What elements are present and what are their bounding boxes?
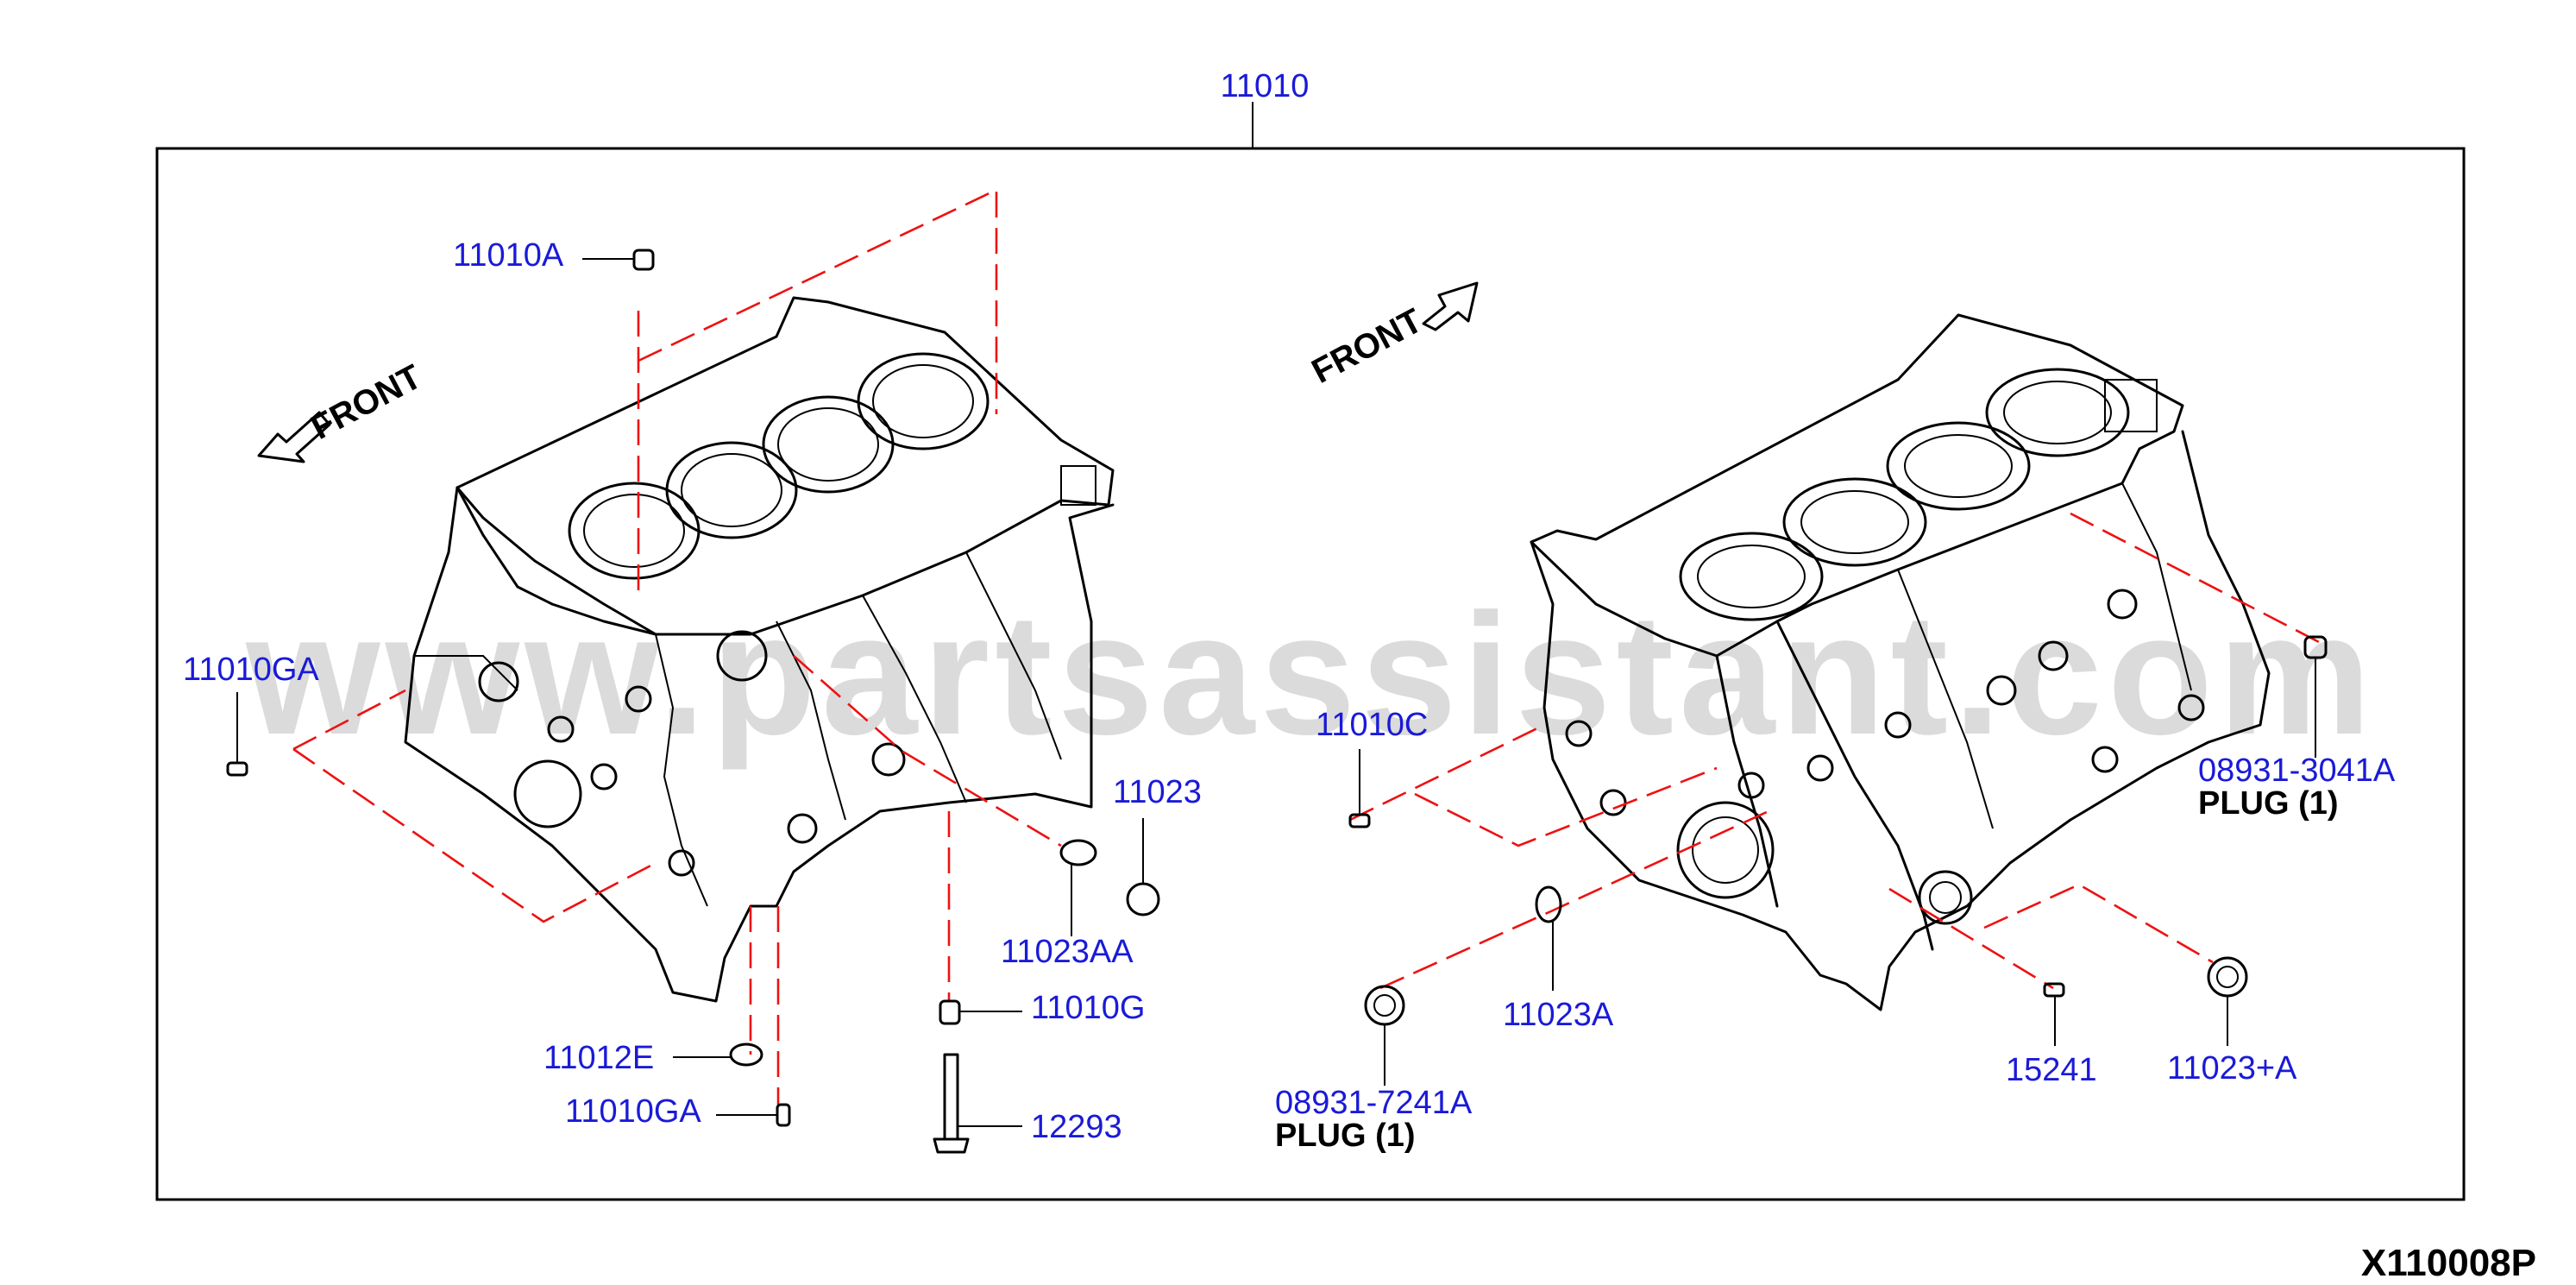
callout-11010A[interactable]: 11010A bbox=[453, 237, 564, 274]
right-front-arrow: FRONT bbox=[1306, 281, 1479, 391]
plug-11023A-inner-icon bbox=[2216, 966, 2239, 988]
right-callout-leaders bbox=[1359, 658, 2316, 1086]
callout-08931-3041A[interactable]: 08931-3041A bbox=[2198, 753, 2396, 789]
dowel-pin-11010GA-icon bbox=[226, 761, 248, 777]
plug-note-left: PLUG (1) bbox=[1275, 1118, 1416, 1154]
dowel-11010G-icon bbox=[939, 999, 961, 1025]
dowel-pin-11010GA-lower-icon bbox=[776, 1103, 791, 1127]
callout-11023-plus-A[interactable]: 11023+A bbox=[2167, 1050, 2297, 1087]
diagram-frame bbox=[155, 147, 2466, 1201]
callout-12293[interactable]: 12293 bbox=[1031, 1109, 1122, 1145]
o-ring-11023AA-icon bbox=[1059, 839, 1097, 866]
right-front-label: FRONT bbox=[1306, 301, 1429, 391]
cap-11023-icon bbox=[1126, 882, 1160, 917]
callout-11010GA-upper[interactable]: 11010GA bbox=[183, 652, 319, 688]
dowel-cap-11010A-icon bbox=[632, 249, 655, 271]
bolt-12293-icon bbox=[933, 1053, 970, 1154]
callout-11010C[interactable]: 11010C bbox=[1316, 707, 1428, 743]
left-dashed-leaders bbox=[292, 187, 1062, 1105]
right-dashed-leaders bbox=[1349, 512, 2322, 990]
left-front-arrow: FRONT bbox=[257, 357, 428, 463]
callout-11010GA-lower[interactable]: 11010GA bbox=[565, 1093, 701, 1130]
assembly-part-label[interactable]: 11010 bbox=[1221, 68, 1310, 104]
watermark-text: www.partsassistant.com bbox=[245, 578, 2377, 771]
callout-11012E[interactable]: 11012E bbox=[543, 1040, 654, 1076]
callout-11023AA[interactable]: 11023AA bbox=[1001, 934, 1134, 970]
callout-08931-7241A[interactable]: 08931-7241A bbox=[1275, 1085, 1473, 1121]
drain-plug-inner-icon bbox=[1373, 994, 1396, 1017]
figure-code-label: X110008P bbox=[2361, 1242, 2536, 1281]
right-cylinder-block bbox=[1530, 313, 2271, 1011]
callout-11023A[interactable]: 11023A bbox=[1503, 997, 1614, 1033]
callout-11010G[interactable]: 11010G bbox=[1031, 990, 1145, 1026]
callout-15241[interactable]: 15241 bbox=[2006, 1052, 2097, 1088]
callout-11023[interactable]: 11023 bbox=[1113, 774, 1202, 810]
o-ring-11012E-icon bbox=[729, 1042, 763, 1067]
plug-11023A-icon bbox=[2207, 956, 2248, 998]
left-front-label: FRONT bbox=[305, 357, 428, 447]
left-callout-leaders bbox=[236, 258, 1144, 1127]
o-ring-11023A-icon bbox=[1535, 885, 1562, 923]
dowel-pin-11010C-icon bbox=[1348, 813, 1371, 828]
drain-plug-08931-7241A-icon bbox=[1364, 985, 1405, 1026]
plug-note-right: PLUG (1) bbox=[2198, 785, 2339, 822]
left-cylinder-block bbox=[404, 296, 1115, 1003]
